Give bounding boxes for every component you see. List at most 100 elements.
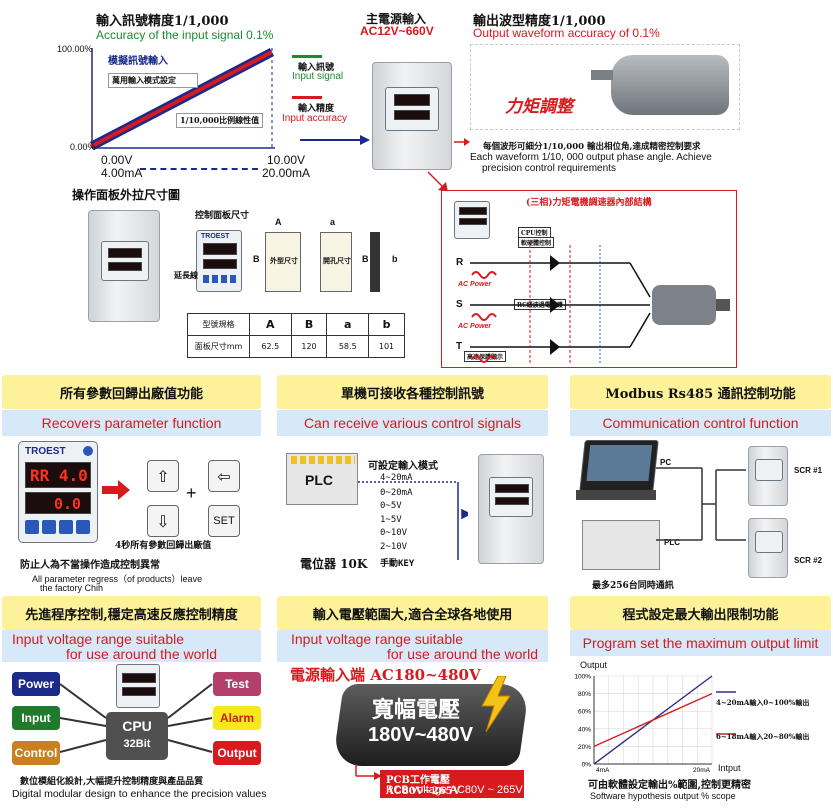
program-header: 先進程序控制,穩定高速反應控制精度 — [2, 596, 261, 630]
legend-accuracy-zh: 輸入精度 — [298, 104, 335, 114]
waveform-desc-zh: 每個波形可細分1/10,000 輸出相位角,達成精密控制要求 — [483, 142, 701, 152]
voltage-range-label: 180V~480V — [368, 724, 474, 746]
recover-protect: 防止人為不當操作造成控制異常 — [20, 560, 160, 571]
phase-S: S — [456, 299, 463, 310]
recover-header: 所有參數回歸出廠值功能 — [2, 375, 261, 409]
legend-signal-en: Input signal — [292, 71, 344, 82]
voltage-subheader: Input voltage range suitable for use aro… — [277, 630, 548, 662]
ac-power-label-1: AC Power — [458, 281, 492, 288]
dim-letter-a: a — [330, 217, 336, 227]
set-key[interactable]: SET — [208, 505, 240, 537]
mode-0-10v: 0~10V — [380, 528, 408, 538]
display-lower: 0.0 — [25, 492, 91, 514]
mode-manual-key: 手動KEY — [380, 559, 415, 569]
phase-T: T — [456, 341, 463, 352]
limit-annot-1: 4~20mA輸入0~100%輸出 — [716, 698, 810, 707]
limit-header: 程式設定最大輸出限制功能 — [570, 596, 831, 630]
main-scr-device — [372, 62, 452, 170]
limit-desc-en: Software hypothesis output % scope — [590, 791, 736, 801]
input-mode-title: 可設定輸入模式 — [368, 461, 438, 472]
scr1-device — [748, 446, 788, 506]
pcb-voltage-box: PCB工作電壓AC80V~265V PCB voltage AC80V ~ 26… — [380, 770, 524, 798]
panel-key-3[interactable] — [59, 520, 73, 534]
x-left-ma: 4.00mA — [101, 166, 143, 180]
program-desc-en: Digital modular design to enhance the pr… — [12, 788, 267, 800]
signals-subheader: Can receive various control signals — [277, 410, 548, 436]
panel-keys — [25, 520, 93, 534]
recover-panel: TROEST RR 4.0 0.0 — [18, 441, 98, 543]
left-key-icon[interactable]: ⇦ — [208, 460, 240, 492]
scr2-device — [748, 518, 788, 578]
linear-ratio-note: 1/10,000比例線性值 — [176, 113, 264, 128]
internal-panel — [454, 201, 490, 239]
block-test: Test — [213, 672, 261, 696]
x-right-v: 10.00V — [267, 153, 306, 167]
mode-0-20ma: 0~20mA — [380, 488, 413, 498]
dim-letter-B: B — [253, 254, 260, 264]
voltage-subtitle-2: for use around the world — [387, 646, 538, 662]
plus-sign: + — [186, 483, 197, 503]
internal-structure-box: (三相)力矩電機調速器內部結構 CPU控制 軟硬體控制 RC緩波過電保護 高速保… — [441, 190, 737, 368]
torque-motor-image — [470, 44, 740, 130]
y-bottom-label: 0.00% — [70, 142, 96, 152]
power-in-label: 電源輸入端 AC180~480V — [290, 666, 481, 684]
y-tick-label: 0% — [582, 762, 592, 769]
input-accuracy-title: 輸入訊號精度1/1,000 — [96, 14, 229, 29]
program-subtitle-1: Input voltage range suitable — [12, 631, 185, 647]
block-alarm: Alarm — [213, 706, 261, 730]
phase-R: R — [456, 257, 464, 268]
limit-subheader: Program set the maximum output limit — [570, 630, 831, 656]
panel-dims-table: 型號規格 A B a b 面板尺寸mm 62.5 120 58.5 101 — [187, 313, 405, 358]
panel-key-1[interactable] — [25, 520, 39, 534]
arrow-down-red-icon — [427, 171, 448, 192]
outer-size-drawing — [265, 232, 301, 292]
panel-key-4[interactable] — [76, 520, 90, 534]
pcb-voltage-en: PCB voltage AC80V ~ 265V — [386, 784, 523, 796]
block-control: Control — [12, 741, 60, 765]
recover-desc-en-1: All parameter regress（of products）leave — [32, 574, 203, 584]
plc-modbus-device — [582, 520, 660, 570]
analog-input-title: 模擬訊號輸入 — [108, 56, 168, 67]
waveform-desc-en-2: precision control requirements — [482, 163, 616, 174]
x-range-dash — [140, 168, 258, 170]
panel-device-image — [88, 210, 160, 322]
scr1-label: SCR #1 — [794, 466, 823, 475]
legend-signal-swatch — [292, 55, 322, 58]
pcb-voltage-zh: PCB工作電壓AC80V~265V — [386, 775, 461, 797]
y-tick-label: 100% — [574, 674, 591, 681]
x-tick-label: 20mA — [693, 767, 711, 774]
main-power-title: 主電源輸入 — [366, 12, 427, 26]
down-key-icon[interactable]: ⇩ — [147, 505, 179, 537]
ac-power-label-2: AC Power — [458, 323, 492, 330]
display-lower-value: 0.0 — [54, 495, 82, 513]
modbus-note: 最多256台同時通訊 — [592, 581, 674, 591]
y-tick-label: 20% — [578, 744, 591, 751]
scr-circuit-diagram — [470, 245, 730, 363]
recover-subheader: Recovers parameter function — [2, 410, 261, 436]
output-waveform-subtitle: Output waveform accuracy of 0.1% — [473, 26, 660, 40]
input-accuracy-graph — [89, 48, 275, 150]
modbus-subheader: Communication control function — [570, 410, 831, 436]
block-power: Power — [12, 672, 60, 696]
outer-size-label: 外型尺寸 — [270, 256, 298, 265]
ctrl-panel-size-label: 控制面板尺寸 — [195, 211, 250, 221]
mode-1-5v: 1~5V — [380, 515, 402, 525]
table-row: 面板尺寸mm 62.5 120 58.5 101 — [187, 335, 405, 358]
plc-modbus-label: PLC — [664, 538, 680, 547]
up-key-icon[interactable]: ⇧ — [147, 460, 179, 492]
arrow-right-icon — [300, 135, 370, 145]
panel-key-2[interactable] — [42, 520, 56, 534]
side-profile-drawing — [370, 232, 380, 292]
red-pointer-icon — [355, 764, 382, 780]
x-left-v: 0.00V — [101, 153, 133, 167]
program-subheader: Input voltage range suitable for use aro… — [2, 630, 261, 662]
mode-2-10v: 2~10V — [380, 542, 408, 552]
dim-letter-A: A — [275, 217, 282, 227]
universal-input-label: 萬用輸入模式設定 — [108, 73, 198, 88]
plc-label: PLC — [305, 472, 333, 488]
y-tick-label: 80% — [578, 691, 591, 698]
arrow-to-desc-icon — [454, 138, 470, 146]
lightning-icon — [481, 676, 511, 732]
brand-logo-icon — [83, 446, 93, 456]
